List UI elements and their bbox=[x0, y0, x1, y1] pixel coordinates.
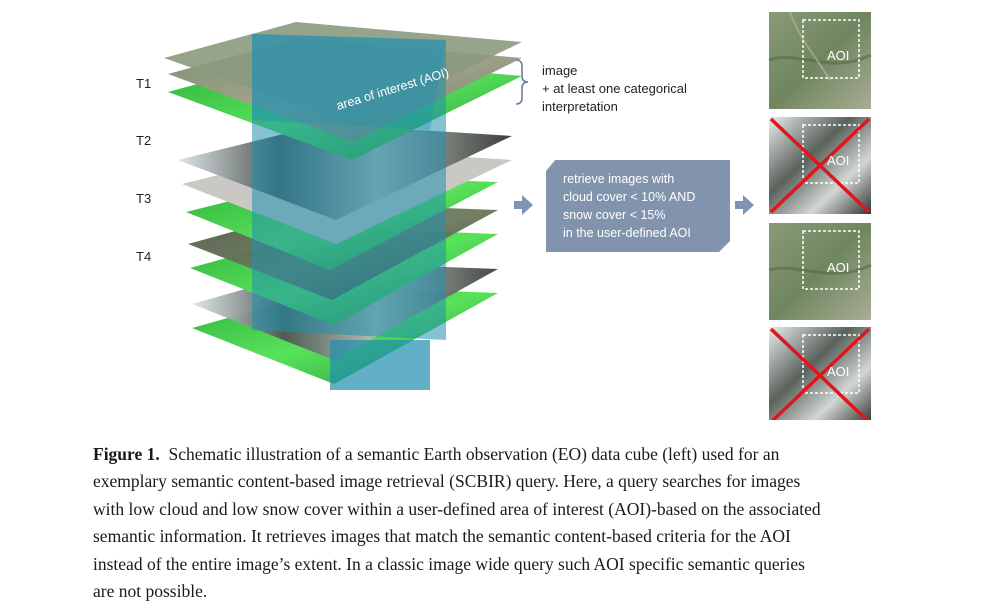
thumbnail-3-image bbox=[768, 223, 872, 320]
thumbnail-1-image bbox=[768, 11, 872, 109]
layer-note-line-2: + at least one categorical bbox=[542, 81, 687, 96]
caption-line-3: with low cloud and low snow cover within… bbox=[93, 498, 821, 519]
caption-line-1: Figure 1. Schematic illustration of a se… bbox=[93, 441, 933, 468]
query-line-3: snow cover < 15% bbox=[563, 208, 666, 222]
time-label-t4: T4 bbox=[136, 249, 152, 264]
layer-note: image + at least one categorical interpr… bbox=[542, 62, 687, 116]
data-cube-diagram: area of interest (AOI) AOI AOI AOI AOI bbox=[164, 11, 872, 420]
reject-cross-thumbnail-4 bbox=[769, 327, 871, 420]
thumbnail-3-aoi-label: AOI bbox=[827, 260, 849, 275]
thumbnail-1-aoi-label: AOI bbox=[827, 48, 849, 63]
figure-label: Figure 1. bbox=[93, 444, 160, 464]
layer-bracket bbox=[515, 59, 529, 105]
arrow-to-results bbox=[735, 195, 754, 215]
query-line-2: cloud cover < 10% AND bbox=[563, 190, 696, 204]
caption-line-1-text: Schematic illustration of a semantic Ear… bbox=[168, 444, 780, 464]
aoi-column bbox=[252, 34, 446, 390]
time-label-t1: T1 bbox=[136, 76, 152, 91]
figure-caption: Figure 1. Schematic illustration of a se… bbox=[93, 441, 933, 605]
time-label-t3: T3 bbox=[136, 191, 152, 206]
query-box: retrieve images with cloud cover < 10% A… bbox=[546, 160, 730, 252]
figure-area: area of interest (AOI) AOI AOI AOI AOI T… bbox=[136, 11, 872, 420]
thumbnail-4-aoi-label: AOI bbox=[827, 364, 849, 379]
layer-note-line-3: interpretation bbox=[542, 99, 618, 114]
thumbnail-2-aoi-label: AOI bbox=[827, 153, 849, 168]
caption-line-2: exemplary semantic content-based image r… bbox=[93, 471, 801, 492]
caption-line-4: semantic information. It retrieves image… bbox=[93, 526, 791, 547]
query-line-1: retrieve images with bbox=[563, 172, 675, 186]
layer-note-line-1: image bbox=[542, 63, 578, 78]
time-label-t2: T2 bbox=[136, 133, 152, 148]
arrow-to-query bbox=[514, 195, 533, 215]
query-line-4: in the user-defined AOI bbox=[563, 226, 691, 240]
caption-line-6: are not possible. bbox=[93, 581, 208, 602]
caption-line-5: instead of the entire image’s extent. In… bbox=[93, 553, 805, 574]
reject-cross-thumbnail-2 bbox=[769, 117, 871, 214]
